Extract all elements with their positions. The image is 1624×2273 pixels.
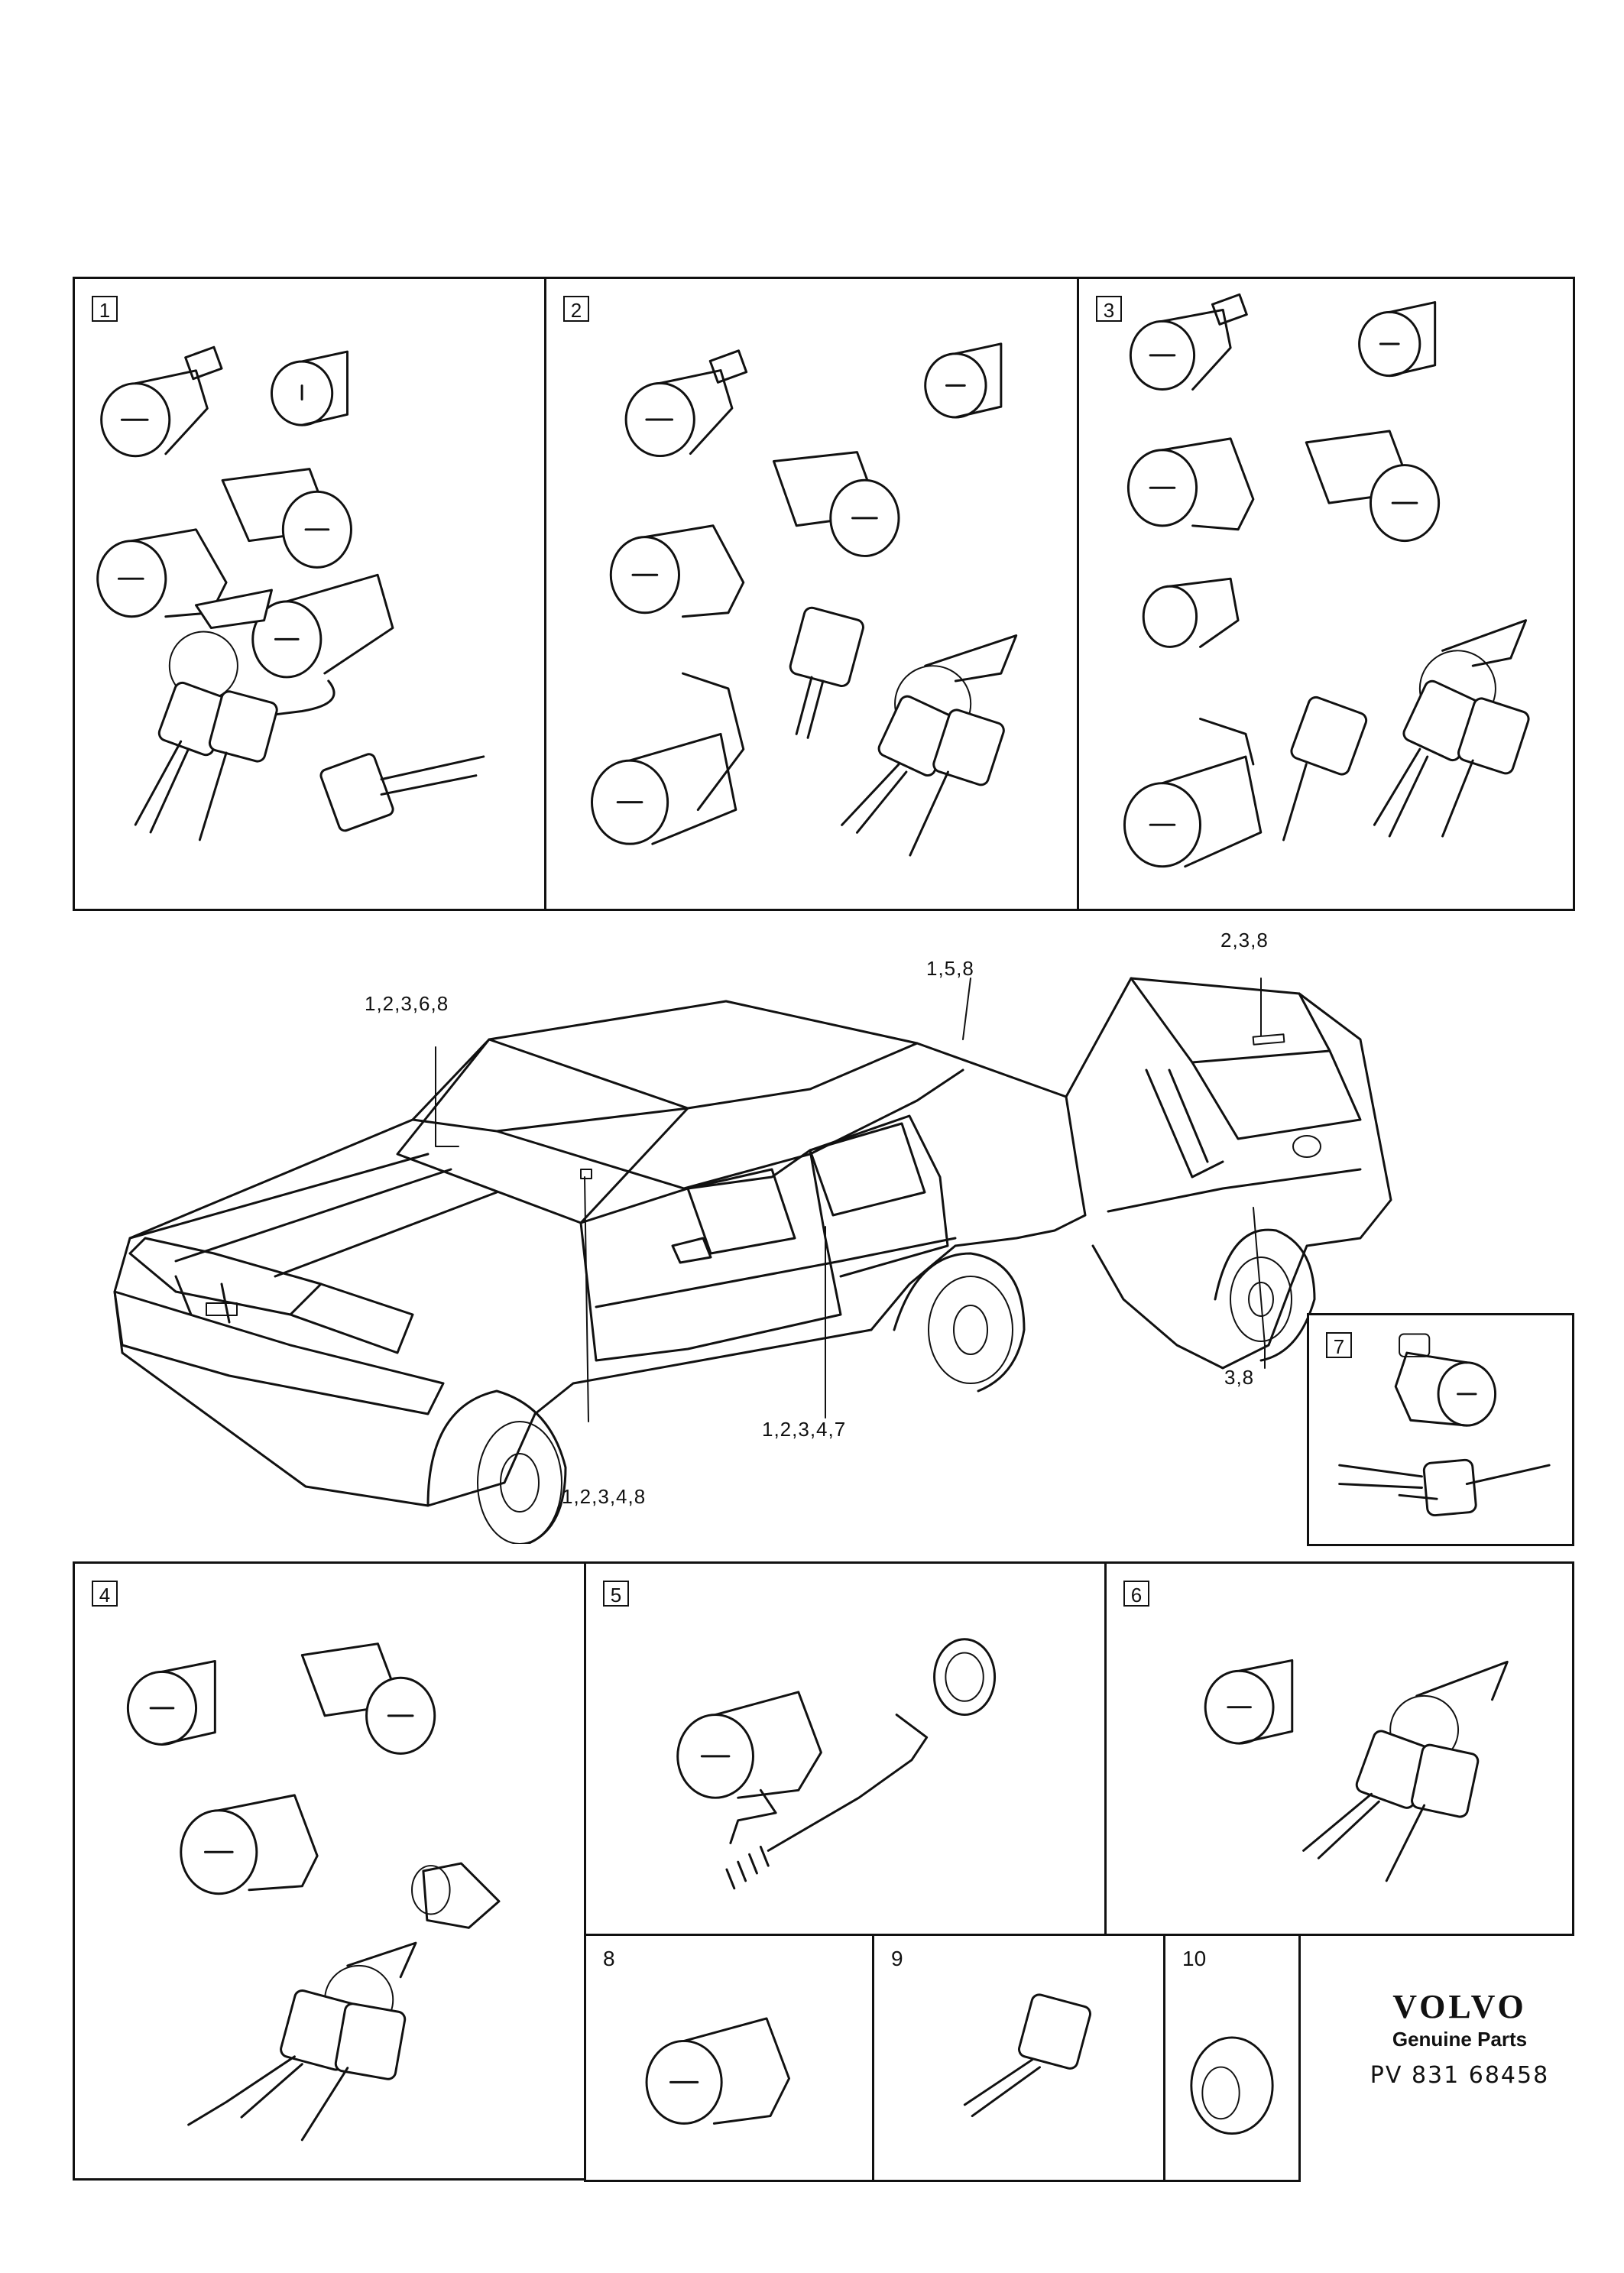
- callout-roof-trunk: 1,5,8: [926, 957, 974, 980]
- part-code: PV 831 68458: [1370, 2062, 1550, 2089]
- panel-2: 2: [544, 277, 1079, 911]
- lock-set-3-illustration: [1123, 293, 1530, 868]
- ring-10-illustration: [1190, 2036, 1274, 2135]
- panel-number: 4: [92, 1581, 118, 1607]
- panel-number: 10: [1182, 1947, 1207, 1970]
- lock-set-2-illustration: [590, 342, 1018, 857]
- panel-6: 6: [1104, 1561, 1574, 1936]
- callout-hood: 1,2,3,6,8: [365, 992, 449, 1015]
- lock-set-1-illustration: [96, 345, 485, 841]
- panel-10: 10: [1163, 1934, 1301, 2182]
- lock-8-illustration: [645, 2017, 790, 2125]
- panel-number: 1: [92, 296, 118, 322]
- panel-3: 3: [1077, 277, 1575, 911]
- panel-number: 7: [1326, 1332, 1352, 1358]
- panel-9: 9: [872, 1934, 1165, 2182]
- car-diagram: [113, 977, 1392, 1544]
- lock-set-4-illustration: [126, 1642, 501, 2142]
- panel-number: 5: [603, 1581, 629, 1607]
- volvo-logo: VOLVO: [1392, 1988, 1527, 2025]
- panel-8: 8: [584, 1934, 874, 2182]
- panel-number: 3: [1096, 296, 1122, 322]
- lock-set-5-illustration: [676, 1638, 997, 1890]
- panel-number: 8: [603, 1947, 615, 1970]
- key-9-illustration: [963, 1993, 1091, 2118]
- brand-block: VOLVO Genuine Parts PV 831 68458: [1360, 1987, 1559, 2089]
- panel-number: 9: [891, 1947, 903, 1970]
- panel-5: 5: [584, 1561, 1107, 1936]
- lock-set-7-illustration: [1338, 1333, 1551, 1517]
- callout-rear-wagon: 3,8: [1224, 1366, 1255, 1389]
- callout-tailgate: 2,3,8: [1220, 929, 1269, 952]
- panel-1: 1: [73, 277, 546, 911]
- panel-number: 2: [563, 296, 589, 322]
- panel-7: 7: [1307, 1313, 1574, 1546]
- panel-4: 4: [73, 1561, 586, 2181]
- callout-front-door: 1,2,3,4,8: [562, 1485, 647, 1508]
- callout-rear-door: 1,2,3,4,7: [762, 1418, 847, 1441]
- brand-subtitle: Genuine Parts: [1392, 2028, 1528, 2051]
- panel-number: 6: [1123, 1581, 1149, 1607]
- lock-set-6-illustration: [1204, 1659, 1509, 1882]
